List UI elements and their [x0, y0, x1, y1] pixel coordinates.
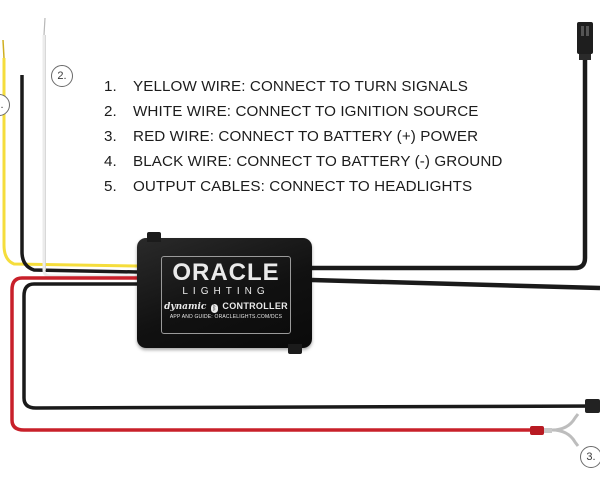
controller-label: ORACLE LIGHTING dynamic ᛒ CONTROLLER APP… [161, 256, 291, 334]
callout-three: 3. [580, 446, 600, 468]
instruction-number: 3. [104, 128, 117, 145]
yellow-wire-tip [2, 39, 5, 59]
app-guide-text: APP AND GUIDE: ORACLELIGHTS.COM/DCS [169, 314, 283, 320]
series-line: dynamic ᛒ CONTROLLER [162, 299, 290, 314]
instruction-item: 2. WHITE WIRE: CONNECT TO IGNITION SOURCE [104, 102, 503, 127]
callout-two: 2. [51, 65, 73, 87]
series-script: dynamic [164, 302, 207, 312]
instruction-item: 4. BLACK WIRE: CONNECT TO BATTERY (-) GRO… [104, 152, 503, 177]
white-wire-tip [43, 17, 46, 36]
instruction-item: 1. YELLOW WIRE: CONNECT TO TURN SIGNALS [104, 77, 503, 102]
mounting-tab [288, 344, 302, 354]
red-wire [10, 276, 535, 432]
instruction-text: BLACK WIRE: CONNECT TO BATTERY (-) GROUN… [133, 153, 503, 170]
output-cable-lower [311, 277, 600, 291]
instruction-text: RED WIRE: CONNECT TO BATTERY (+) POWER [133, 128, 479, 145]
output-connector-icon [577, 22, 593, 60]
instruction-item: 3. RED WIRE: CONNECT TO BATTERY (+) POWER [104, 127, 503, 152]
ground-terminal [585, 399, 600, 413]
instruction-number: 5. [104, 178, 117, 195]
instruction-item: 5. OUTPUT CABLES: CONNECT TO HEADLIGHTS [104, 177, 503, 202]
instruction-number: 1. [104, 78, 117, 95]
bluetooth-icon: ᛒ [210, 304, 218, 313]
mounting-tab [147, 232, 161, 242]
fork-terminal-icon [530, 413, 580, 447]
black-lead-left [20, 75, 138, 274]
instruction-text: OUTPUT CABLES: CONNECT TO HEADLIGHTS [133, 178, 473, 195]
yellow-wire [2, 58, 138, 268]
instruction-number: 2. [104, 103, 117, 120]
instruction-number: 4. [104, 153, 117, 170]
black-ground-wire [22, 282, 600, 410]
series-word: CONTROLLER [222, 301, 288, 311]
controller-module: ORACLE LIGHTING dynamic ᛒ CONTROLLER APP… [137, 232, 312, 354]
instruction-text: WHITE WIRE: CONNECT TO IGNITION SOURCE [133, 103, 479, 120]
brand-logo: ORACLE [172, 259, 280, 286]
output-cable-upper [312, 45, 588, 271]
instruction-text: YELLOW WIRE: CONNECT TO TURN SIGNALS [133, 78, 468, 95]
brand-subtitle: LIGHTING [182, 286, 270, 297]
instruction-list: 1. YELLOW WIRE: CONNECT TO TURN SIGNALS 2… [104, 77, 503, 202]
white-wire [42, 35, 137, 278]
